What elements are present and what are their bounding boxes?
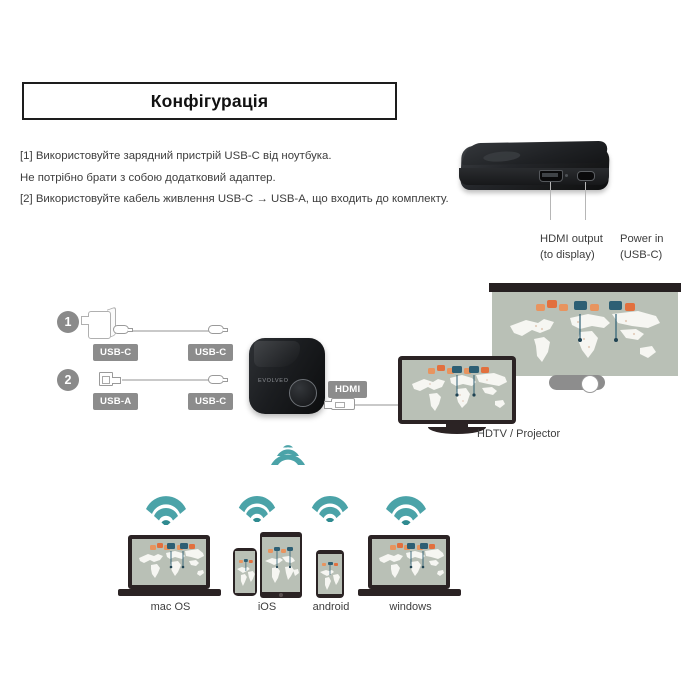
instruction-line-2: Не потрібно брати з собою додатковий ада… <box>20 171 276 184</box>
client-device-windows: windows <box>358 495 463 620</box>
receiver-brand-logo: EVOLVEO <box>258 378 289 384</box>
power-in-label: Power in (USB-C) <box>620 231 664 263</box>
hdmi-plug-icon <box>324 398 355 410</box>
android-phone-screen <box>318 554 342 594</box>
client-device-android: android <box>303 495 359 620</box>
world-map-graphic <box>235 551 256 593</box>
hdmi-leader-line <box>550 182 551 220</box>
badge-hdmi: HDMI <box>328 381 368 398</box>
badge-usbc-step1-right: USB-C <box>188 344 234 361</box>
world-map-graphic <box>318 554 342 594</box>
projector-screen <box>489 283 681 393</box>
usba-plug-icon-step2 <box>99 372 121 386</box>
usbc-plug-icon-step1-left <box>113 325 133 334</box>
power-in-label-line1: Power in <box>620 233 664 245</box>
hdmi-port-icon <box>539 170 563 182</box>
instruction-line-1: [1] Використовуйте зарядний пристрій USB… <box>20 150 332 162</box>
client-device-ios: iOS <box>233 495 303 620</box>
badge-usbc-step1-left: USB-C <box>93 344 139 361</box>
device-top-face <box>460 140 612 166</box>
world-map-graphic <box>402 360 512 420</box>
step-number-2: 2 <box>57 369 79 391</box>
badge-usba-step2: USB-A <box>93 393 139 410</box>
wifi-icon <box>237 495 277 525</box>
device-front-edge <box>459 168 609 185</box>
receiver-device-illustration: EVOLVEO <box>249 338 325 414</box>
laptop-base <box>358 589 461 596</box>
wifi-broadcast-icon <box>268 437 308 469</box>
cable-line-hdmi <box>355 404 398 406</box>
hdtv-neck <box>446 424 468 429</box>
world-map-graphic <box>132 539 206 585</box>
device-top-oval <box>479 151 524 162</box>
led-indicator-icon <box>565 174 568 177</box>
ipad-screen <box>262 537 300 592</box>
receiver-power-ring <box>289 379 317 407</box>
usbc-plug-icon-step2 <box>208 375 228 384</box>
page-title-box: Конфігурація <box>22 82 397 120</box>
hdmi-output-label-line1: HDMI output <box>540 233 603 245</box>
projector-display-area <box>492 292 678 376</box>
client-label-mac: mac OS <box>150 601 191 613</box>
hdtv-stand <box>428 427 486 434</box>
badge-usbc-step2: USB-C <box>188 393 234 410</box>
world-map-graphic <box>492 292 678 376</box>
usbc-port-icon <box>577 171 595 181</box>
wifi-icon <box>384 495 428 527</box>
laptop-base <box>118 589 221 596</box>
hdtv-projector-label: HDTV / Projector <box>477 428 561 440</box>
cable-line-step2 <box>122 379 212 381</box>
client-label-ios: iOS <box>257 601 277 613</box>
power-adapter-icon <box>81 306 116 340</box>
client-label-android: android <box>312 601 350 613</box>
hdmi-output-label-line2: (to display) <box>540 249 595 261</box>
adapter-face <box>88 311 111 339</box>
adapter-prong <box>81 316 89 325</box>
instruction-line-3: [2] Використовуйте кабель живлення USB-C… <box>20 193 449 205</box>
world-map-graphic <box>372 539 446 585</box>
ipad-home-button[interactable] <box>279 593 283 597</box>
wifi-icon <box>144 495 188 527</box>
projector-lens <box>581 375 599 393</box>
client-device-mac: mac OS <box>118 495 223 620</box>
iphone-screen <box>234 551 256 593</box>
receiver-gloss <box>254 341 300 367</box>
world-map-graphic <box>262 537 300 592</box>
power-leader-line <box>585 182 586 220</box>
laptop-screen <box>132 539 206 585</box>
hdtv-display-area <box>402 360 512 420</box>
laptop-screen <box>372 539 446 585</box>
receiver-device-photo <box>455 138 630 220</box>
usbc-plug-icon-step1-right <box>208 325 228 334</box>
wifi-icon <box>310 495 350 525</box>
page-title: Конфігурація <box>150 90 269 111</box>
step-number-1: 1 <box>57 311 79 333</box>
cable-line-step1 <box>128 330 212 332</box>
power-in-label-line2: (USB-C) <box>620 249 663 261</box>
client-label-windows: windows <box>389 601 432 613</box>
instruction-list: [1] Використовуйте зарядний пристрій USB… <box>20 146 490 211</box>
projector-top-bar <box>489 283 681 292</box>
hdmi-output-label: HDMI output (to display) <box>540 231 603 263</box>
iphone-notch <box>241 548 249 551</box>
hdtv-display <box>398 356 516 434</box>
